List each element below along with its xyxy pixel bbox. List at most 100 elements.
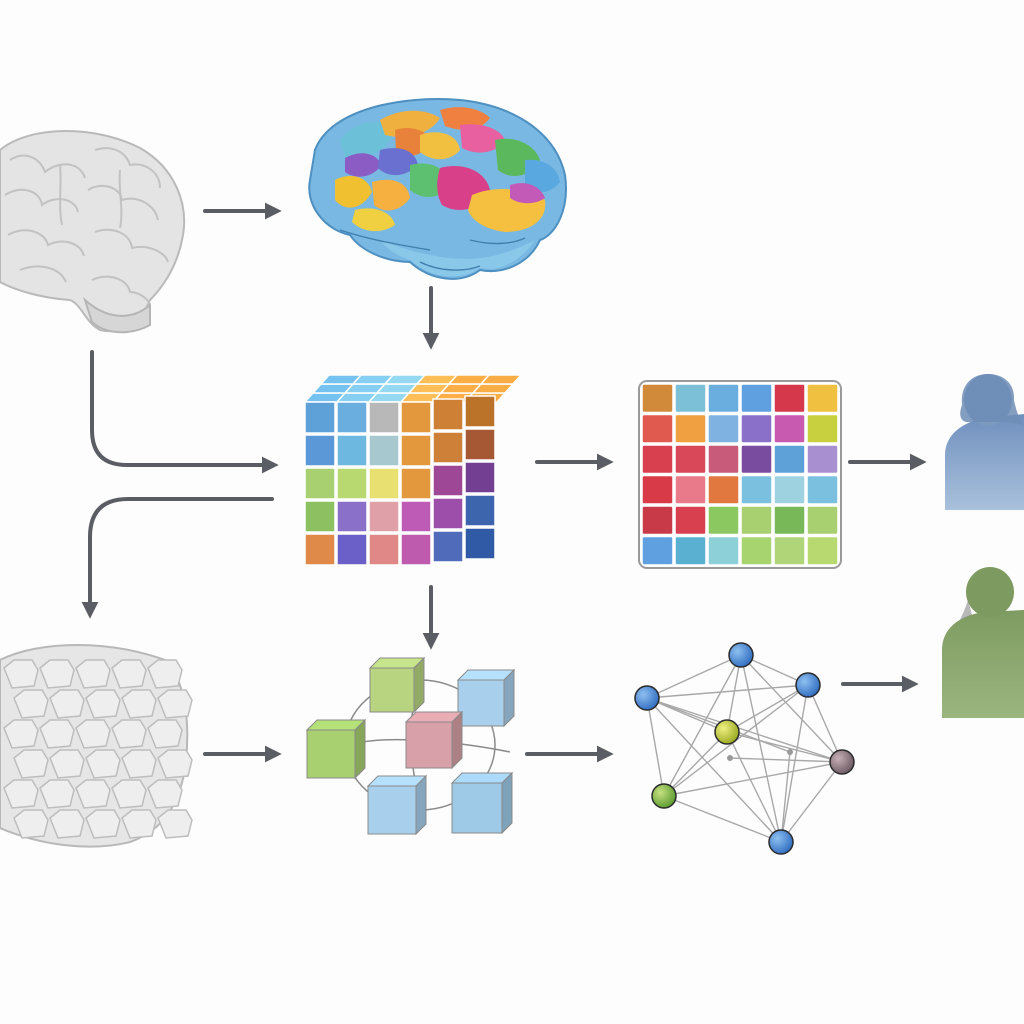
voxel-side (432, 497, 464, 530)
block-pink-center (404, 710, 464, 770)
graph-edge (726, 654, 742, 733)
voxel-front (368, 500, 400, 533)
voxel-side (464, 395, 496, 428)
graph-edge (663, 654, 742, 797)
block-green-top (368, 656, 426, 714)
graph-edge (726, 731, 782, 843)
matrix-cell (641, 383, 674, 414)
volume-cell (147, 659, 183, 689)
volume-cell (49, 689, 85, 719)
matrix-cell (740, 444, 773, 475)
volume-cell (121, 809, 157, 839)
voxel-side (432, 398, 464, 431)
matrix-cell (773, 444, 806, 475)
graph-edge (663, 761, 843, 797)
voxel-side (400, 533, 432, 566)
volume-cell (13, 749, 49, 779)
voxel-side (400, 467, 432, 500)
graph-edge (646, 697, 665, 797)
graph-edge (729, 757, 843, 763)
voxel-front (304, 533, 336, 566)
person-green-icon (942, 567, 1024, 718)
block-blue-right (450, 771, 514, 835)
volume-cell (157, 749, 193, 779)
voxel-front (336, 500, 368, 533)
volume-cell (39, 659, 75, 689)
arrow-cube-to-volume (81, 497, 274, 619)
matrix-cell (641, 505, 674, 536)
volume-cell (157, 689, 193, 719)
matrix-cell (806, 413, 839, 444)
graph-node (829, 749, 855, 775)
graph-node (728, 642, 754, 668)
matrix-cell (641, 413, 674, 444)
graph-edge (726, 684, 809, 733)
voxel-front (304, 401, 336, 434)
graph-edge (663, 795, 782, 843)
matrix-cell (740, 474, 773, 505)
voxel-front (304, 500, 336, 533)
matrix-cell (740, 505, 773, 536)
matrix-cell (707, 444, 740, 475)
volume-cell (111, 779, 147, 809)
matrix-cell (674, 505, 707, 536)
matrix-cell (806, 505, 839, 536)
voxel-side (400, 401, 432, 434)
matrix-cell (707, 535, 740, 566)
matrix-cell (674, 535, 707, 566)
block-blue-bottom (366, 774, 428, 836)
graph-node (768, 829, 794, 855)
volume-cell (111, 719, 147, 749)
graph-edge (663, 731, 728, 797)
matrix-cell (773, 383, 806, 414)
voxel-front (336, 533, 368, 566)
volume-cell (75, 659, 111, 689)
matrix-cell (707, 413, 740, 444)
matrix-cell (773, 505, 806, 536)
matrix-cell (740, 535, 773, 566)
raw-volume-illustration (0, 644, 193, 848)
volume-cell (121, 749, 157, 779)
matrix-cell (674, 383, 707, 414)
volume-cell (13, 809, 49, 839)
voxel-front (336, 401, 368, 434)
volume-cell (121, 689, 157, 719)
volume-cell (39, 779, 75, 809)
voxel-side (464, 428, 496, 461)
volume-cell (49, 809, 85, 839)
graph-edge (726, 731, 843, 763)
graph-junction (727, 755, 733, 761)
volume-cell (85, 809, 121, 839)
matrix-cell (806, 535, 839, 566)
volume-cell (75, 779, 111, 809)
matrix-cell (773, 474, 806, 505)
matrix-cell (773, 535, 806, 566)
voxel-top (471, 383, 515, 394)
voxel-cube-illustration (303, 374, 523, 566)
flow-arrows (81, 202, 927, 763)
volume-cell (157, 809, 193, 839)
matrix-cell (674, 413, 707, 444)
connectivity-matrix-illustration (638, 380, 842, 569)
matrix-cell (674, 444, 707, 475)
volume-cell (85, 689, 121, 719)
matrix-cell (740, 383, 773, 414)
network-graph-illustration (634, 642, 855, 855)
voxel-side (464, 527, 496, 560)
graph-edge (740, 654, 782, 843)
block-green-left (305, 718, 367, 780)
matrix-cell (641, 535, 674, 566)
voxel-side (400, 434, 432, 467)
voxel-top (479, 374, 523, 385)
arrow-raw-to-cube (90, 350, 279, 474)
matrix-cell (740, 413, 773, 444)
graph-edge (780, 761, 843, 843)
volume-cell (13, 689, 49, 719)
graph-edge (646, 697, 782, 843)
matrix-cell (773, 413, 806, 444)
block-blue-top (456, 668, 516, 728)
matrix-cell (707, 383, 740, 414)
matrix-cell (707, 474, 740, 505)
volume-cell (39, 719, 75, 749)
